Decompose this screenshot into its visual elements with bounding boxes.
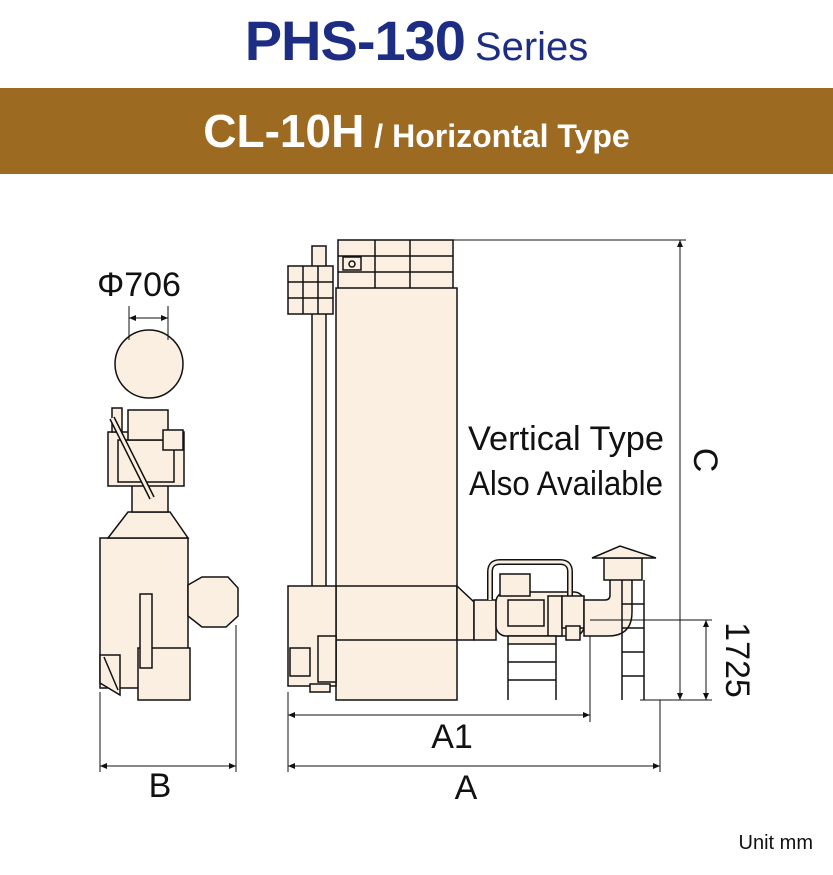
product-band: CL-10H/ Horizontal Type — [0, 88, 833, 174]
dim-b-label: B — [149, 767, 172, 805]
dim-c-label: C — [686, 448, 724, 473]
product-code: CL-10H — [203, 105, 365, 157]
main-view — [287, 239, 657, 701]
main-view-dimensions — [287, 239, 712, 772]
dim-height-label: 1725 — [718, 622, 756, 698]
dim-a1-label: A1 — [431, 718, 473, 756]
model-name: PHS-130 — [244, 9, 466, 72]
unit-note: Unit mm — [738, 832, 813, 854]
note-line-2: Also Available — [469, 465, 663, 503]
series-label: Series — [474, 25, 589, 69]
side-view — [99, 329, 239, 701]
side-view-dimensions — [99, 306, 237, 772]
note-line-1: Vertical Type — [468, 420, 664, 458]
product-type: / Horizontal Type — [374, 118, 630, 154]
diameter-label: Φ706 — [97, 266, 181, 304]
dim-a-label: A — [455, 769, 478, 807]
